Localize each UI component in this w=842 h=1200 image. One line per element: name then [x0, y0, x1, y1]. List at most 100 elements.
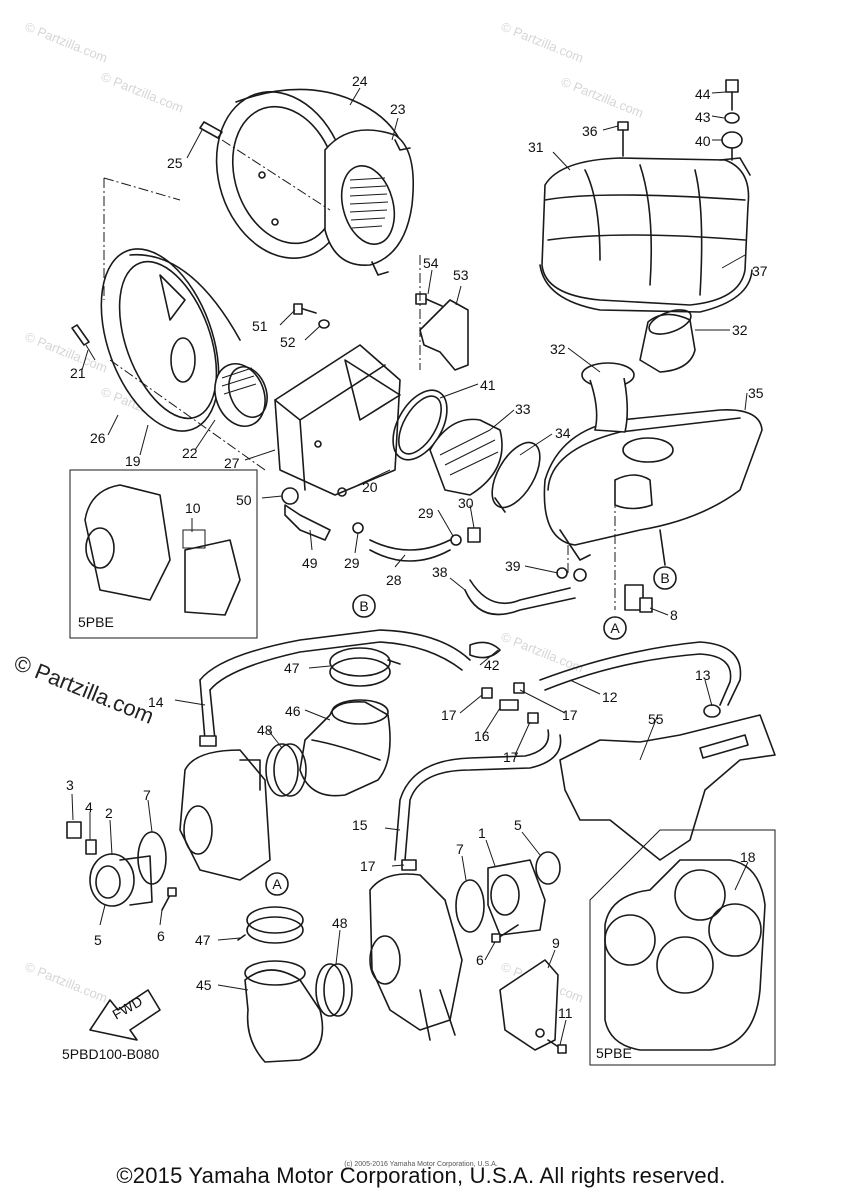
callout-40: 40 — [695, 133, 711, 149]
callout-41: 41 — [480, 377, 496, 393]
callout-17: 17 — [562, 707, 578, 723]
watermark: © Partzilla.com — [23, 19, 110, 66]
bracket-53-bolt-54 — [415, 293, 469, 371]
screw-36 — [617, 121, 629, 157]
callout-9: 9 — [552, 935, 560, 951]
joint-1 — [487, 859, 546, 936]
callout-20: 20 — [362, 479, 378, 495]
callout-12: 12 — [602, 689, 618, 705]
callout-17: 17 — [503, 749, 519, 765]
clamp-48-lower — [315, 963, 353, 1017]
callout-25: 25 — [167, 155, 183, 171]
connector-b-label: B — [660, 570, 669, 586]
joint-32 — [581, 309, 696, 433]
callout-7: 7 — [456, 841, 464, 857]
copyright-footer: ©2015 Yamaha Motor Corporation, U.S.A. A… — [116, 1163, 726, 1188]
callout-42: 42 — [484, 657, 500, 673]
callout-37: 37 — [752, 263, 768, 279]
screw-51-washer-52 — [293, 303, 330, 329]
callout-38: 38 — [432, 564, 448, 580]
callout-26: 26 — [90, 430, 106, 446]
callout-47: 47 — [195, 932, 211, 948]
callout-16: 16 — [474, 728, 490, 744]
callout-44: 44 — [695, 86, 711, 102]
clamp-7-left — [137, 831, 167, 885]
screw-6-left — [161, 887, 177, 911]
hose-38 — [464, 579, 576, 616]
clip-42 — [469, 641, 501, 659]
hose-28 — [369, 539, 451, 562]
connector-a-label: A — [272, 876, 282, 892]
callout-15: 15 — [352, 817, 368, 833]
callout-48: 48 — [257, 722, 273, 738]
callout-11: 11 — [558, 1005, 573, 1021]
callout-34: 34 — [555, 425, 571, 441]
leader-lines — [71, 87, 749, 1046]
screw-21 — [71, 324, 96, 361]
callout-6: 6 — [476, 952, 484, 968]
screw-11 — [547, 1039, 567, 1054]
case-cover-31 — [539, 157, 753, 313]
small-copyright-text: (c) 2005-2016 Yamaha Motor Corporation, … — [344, 1161, 498, 1168]
clamp-7-right — [455, 879, 485, 933]
callout-numbers: 44 43 40 36 31 37 24 23 25 54 53 51 52 2… — [66, 73, 768, 1021]
callout-28: 28 — [386, 572, 402, 588]
callout-19: 19 — [125, 453, 141, 469]
callout-32: 32 — [550, 341, 566, 357]
joint-2 — [89, 853, 153, 907]
damper-50 — [281, 487, 299, 505]
joint-16-17 — [199, 682, 539, 871]
joint-46 — [299, 699, 391, 797]
inset-label-5pbe: 5PBE — [596, 1045, 632, 1061]
hose-15 — [394, 729, 562, 861]
watermark: © Partzilla.com — [99, 69, 186, 116]
assembly-lines — [103, 177, 616, 610]
callout-13: 13 — [695, 667, 711, 683]
diagram-code: 5PBD100-B080 — [62, 1046, 160, 1062]
bracket-49 — [284, 504, 331, 541]
callout-36: 36 — [582, 123, 598, 139]
case-19-26 — [100, 248, 241, 432]
callout-8: 8 — [670, 607, 678, 623]
carburetor-left — [179, 749, 271, 881]
joint-45 — [244, 960, 324, 1063]
callout-3: 3 — [66, 777, 74, 793]
callout-2: 2 — [105, 805, 113, 821]
callout-17: 17 — [441, 707, 457, 723]
callout-39: 39 — [505, 558, 521, 574]
callout-29: 29 — [418, 505, 434, 521]
carburetor-right — [369, 873, 463, 1041]
callout-22: 22 — [182, 445, 198, 461]
watermark: © Partzilla.com — [499, 19, 586, 66]
callout-17: 17 — [360, 858, 376, 874]
drain-8 — [624, 584, 653, 613]
case-27 — [274, 344, 401, 497]
callout-27: 27 — [224, 455, 240, 471]
callout-47: 47 — [284, 660, 300, 676]
sheet-55 — [559, 714, 776, 861]
joint-22 — [214, 363, 268, 427]
callout-53: 53 — [453, 267, 469, 283]
callout-6: 6 — [157, 928, 165, 944]
callout-54: 54 — [423, 255, 439, 271]
callout-43: 43 — [695, 109, 711, 125]
connector-a-upper — [603, 616, 627, 640]
screw-25 — [199, 121, 331, 211]
callout-50: 50 — [236, 492, 252, 508]
clip-13 — [703, 704, 721, 718]
callout-30: 30 — [458, 495, 474, 511]
screw-6-right — [491, 924, 519, 943]
callout-52: 52 — [280, 334, 296, 350]
connector-a-lower — [265, 872, 289, 896]
element-23 — [324, 129, 415, 276]
callout-18: 18 — [740, 849, 756, 865]
inset-box-seal-5pbe — [589, 829, 776, 1066]
callout-14: 14 — [148, 694, 164, 710]
case-35 — [543, 409, 763, 566]
hose-14 — [199, 629, 471, 741]
callout-21: 21 — [70, 365, 86, 381]
callout-46: 46 — [285, 703, 301, 719]
callout-7: 7 — [143, 787, 151, 803]
hose-12 — [539, 641, 742, 706]
